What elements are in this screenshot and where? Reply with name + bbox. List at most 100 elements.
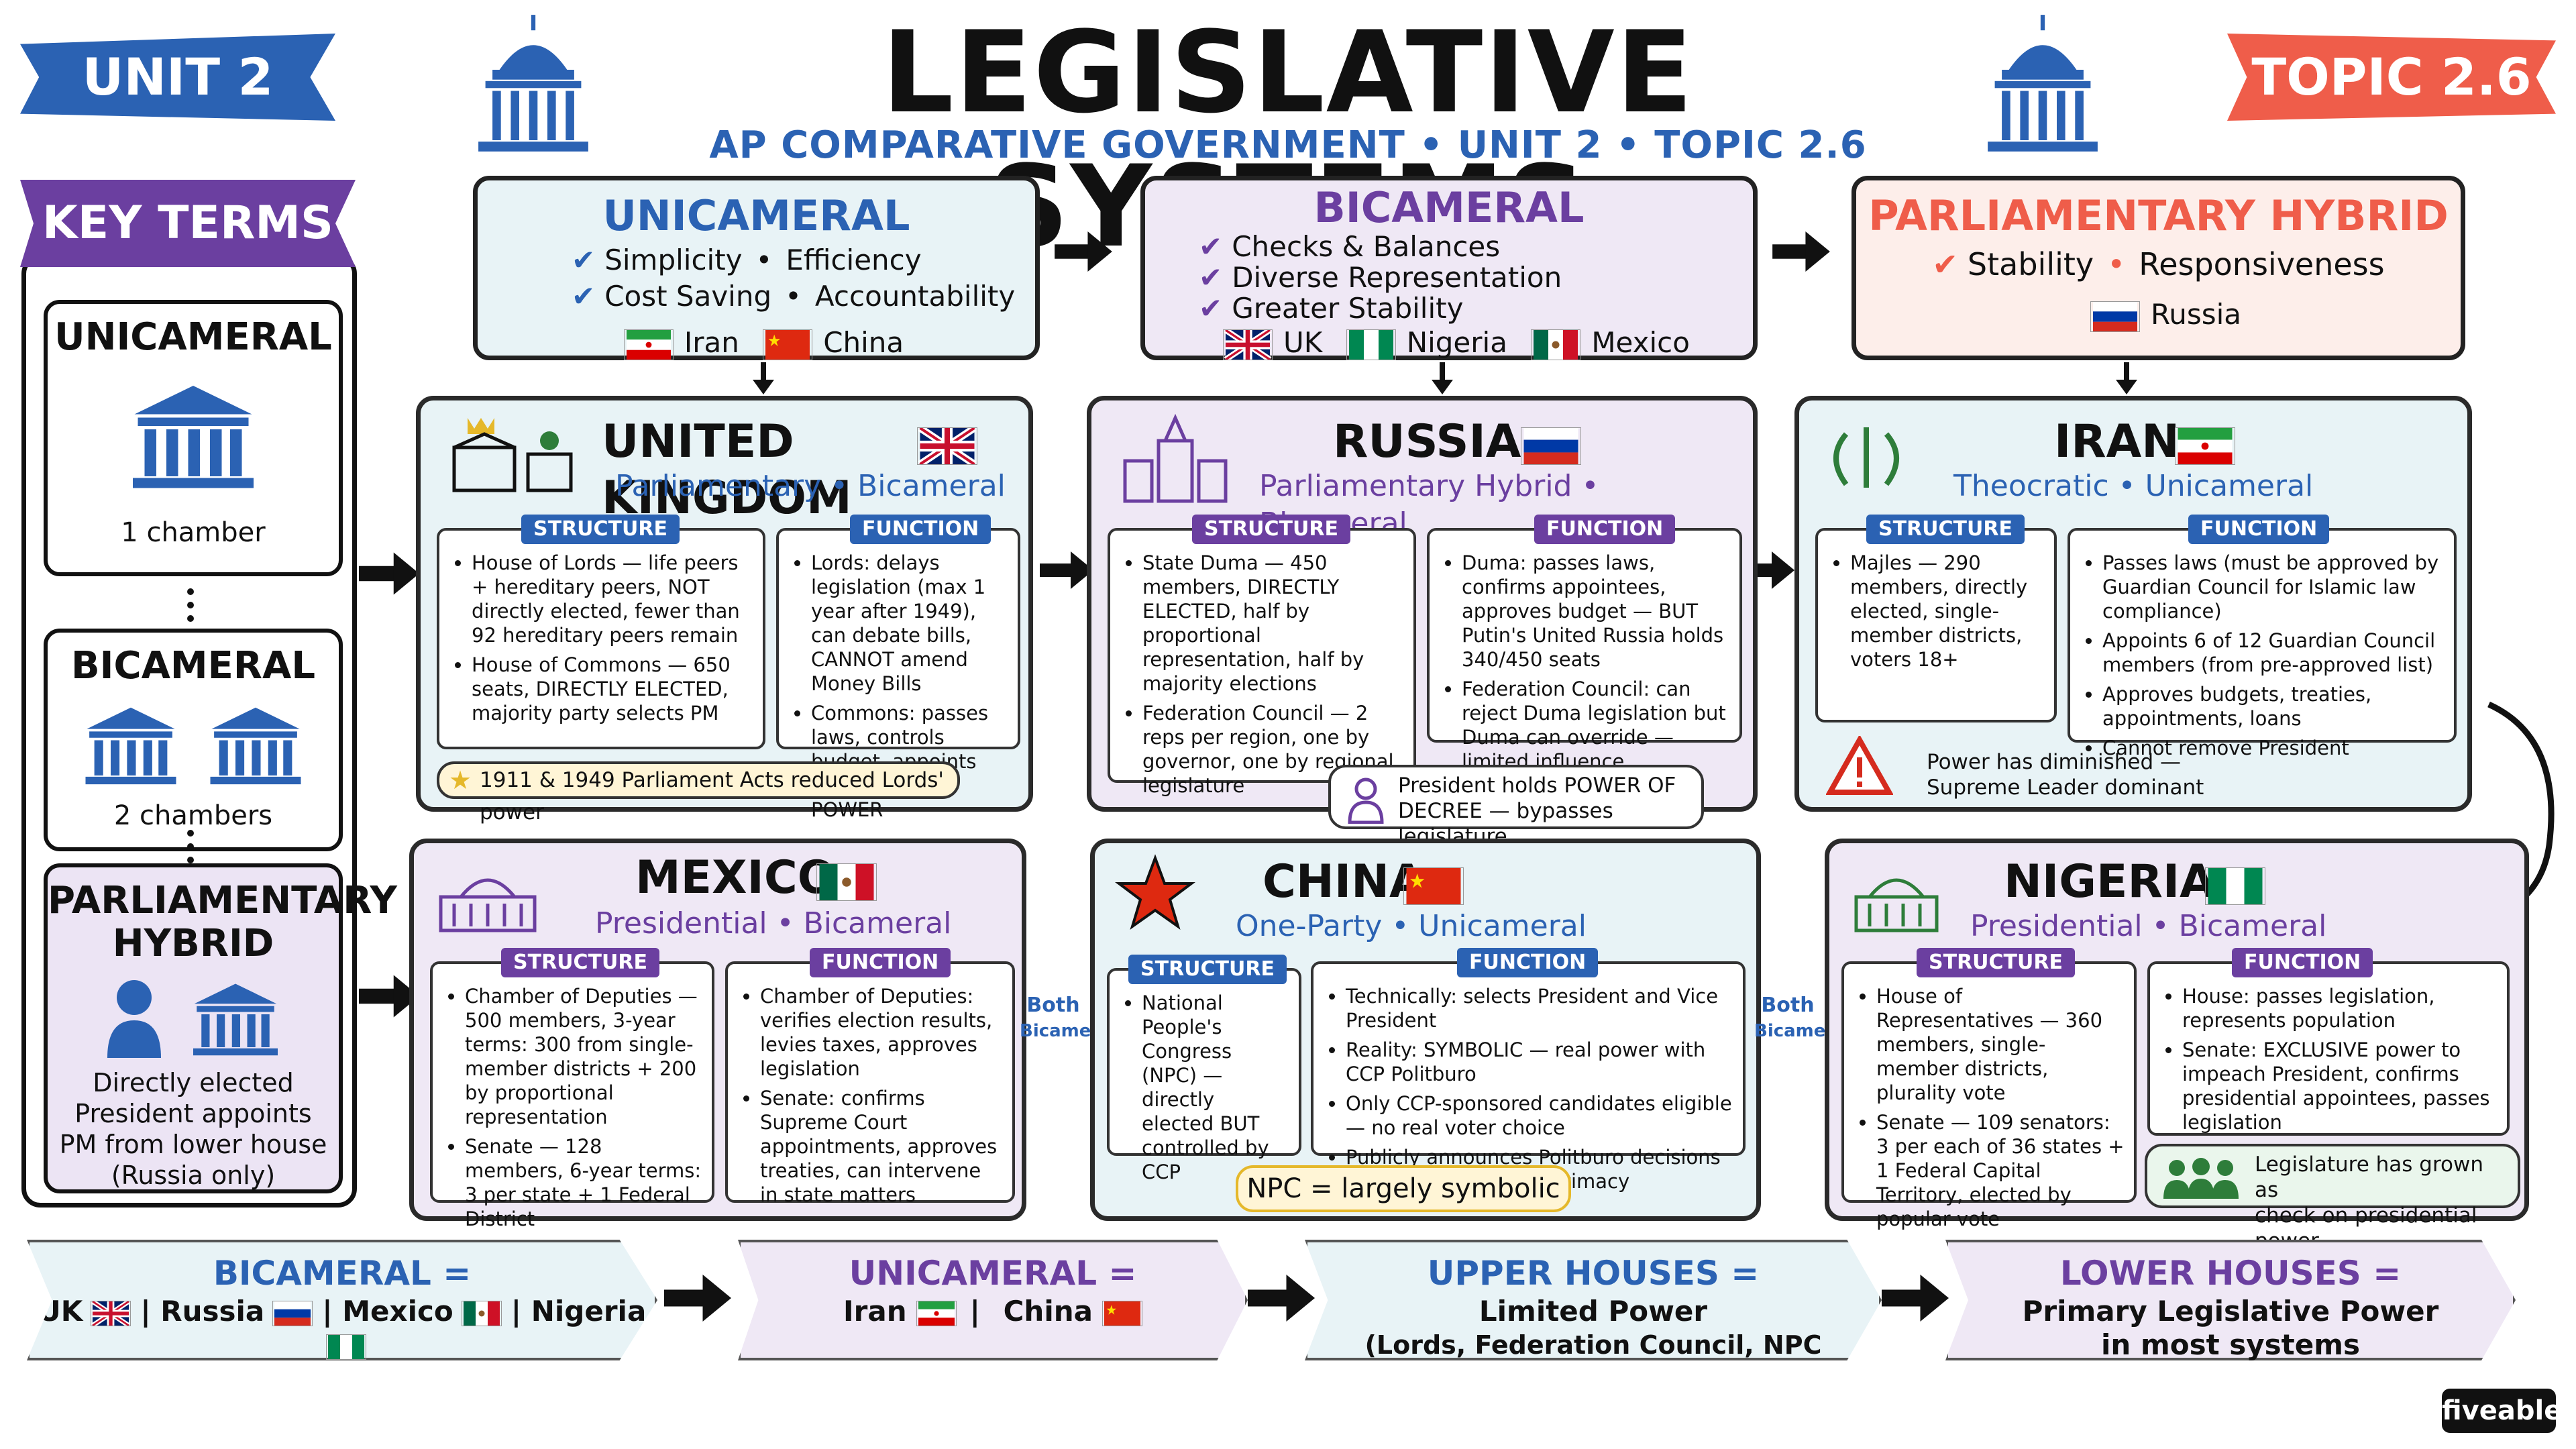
bullet-separator: • [755, 244, 773, 276]
country-label: Nigeria [1406, 326, 1507, 359]
function-point: Technically: selects President and Vice … [1346, 984, 1733, 1032]
structure-point: State Duma — 450 members, DIRECTLY ELECT… [1142, 551, 1404, 696]
structure-point: Senate — 128 members, 6-year terms: 3 pe… [465, 1134, 702, 1231]
key-term-desc: Directly elected [93, 1068, 294, 1097]
key-terms-panel: UNICAMERAL 1 chamber BICAMERAL 2 chamber… [21, 255, 397, 1208]
warning-icon [1826, 736, 1893, 795]
summary-item: Nigeria [531, 1295, 647, 1328]
building-icon [210, 707, 301, 785]
benefit-line: ✔ Diverse Representation [1145, 262, 1753, 293]
summary-items: UK| Russia| Mexico| Nigeria [30, 1295, 655, 1360]
structure-tag: STRUCTURE [1866, 515, 2025, 544]
russia-flag-icon [272, 1300, 313, 1326]
topic-banner: TOPIC 2.6 [2227, 34, 2556, 121]
uk-flag-icon [1223, 329, 1273, 360]
uk-note: ★1911 & 1949 Parliament Acts reduced Lor… [437, 761, 960, 824]
function-point: Passes laws (must be approved by Guardia… [2102, 551, 2445, 623]
down-arrow-icon [1432, 362, 1453, 394]
function-point: Federation Council: can reject Duma legi… [1462, 677, 1730, 773]
structure-section: Majles — 290 members, directly elected, … [1815, 528, 2057, 722]
summary-line: in most systems [2101, 1328, 2360, 1361]
iran-note: Power has diminished — Supreme Leader do… [1927, 749, 2204, 800]
bullet-separator: • [785, 280, 802, 313]
unicameral-box: UNICAMERAL ✔Simplicity•Efficiency ✔Cost … [473, 176, 1040, 360]
china-flag-icon [1403, 867, 1464, 905]
arrow-icon [359, 552, 419, 595]
hybrid-box: PARLIAMENTARY HYBRID ✔Stability•Responsi… [1851, 176, 2465, 360]
box-title: BICAMERAL [1313, 183, 1585, 232]
bicameral-box: BICAMERAL ✔Checks & Balances ✔Diverse Re… [1140, 176, 1758, 360]
arrow-icon [664, 1275, 731, 1322]
capitol-icon-right [1988, 15, 2098, 152]
function-section: Passes laws (must be approved by Guardia… [2068, 528, 2457, 759]
structure-point: National People's Congress (NPC) — direc… [1142, 991, 1289, 1184]
key-term-title: BICAMERAL [70, 644, 316, 688]
country-name: MEXICO [635, 851, 837, 904]
summary-item: Iran [843, 1295, 907, 1328]
summary-lower-houses: LOWER HOUSES = Primary Legislative Power… [1945, 1240, 2516, 1360]
note-text: President holds POWER OF [1398, 773, 1676, 798]
assembly-icon [1854, 878, 1939, 932]
note-text: Legislature has grown as [2255, 1152, 2483, 1202]
summary-item: Mexico [342, 1295, 453, 1328]
building-icon [133, 386, 254, 488]
function-section: Lords: delays legislation (max 1 year af… [776, 528, 1020, 821]
nigeria-card: NIGERIA Presidential • Bicameral House o… [1825, 839, 2529, 1253]
country-type: One-Party • Unicameral [1236, 909, 1587, 943]
key-term-title: UNICAMERAL [54, 315, 332, 359]
structure-section: Chamber of Deputies — 500 members, 3-yea… [430, 961, 714, 1230]
down-arrow-icon [2116, 362, 2137, 394]
function-point: Senate: EXCLUSIVE power to impeach Presi… [2182, 1038, 2498, 1134]
function-point: Duma: passes laws, confirms appointees, … [1462, 551, 1730, 672]
benefit: Cost Saving [604, 280, 772, 313]
arrow-icon [1040, 551, 1093, 589]
box-title: PARLIAMENTARY HYBRID [1868, 191, 2449, 240]
country-list: Russia [1856, 296, 2461, 333]
parliament-icon [452, 418, 573, 492]
russia-flag-icon [2090, 301, 2140, 332]
mexico-flag-icon [1531, 329, 1581, 360]
benefit-line: ✔Simplicity•Efficiency [478, 242, 1035, 278]
star-icon: ★ [449, 765, 472, 795]
iran-flag-icon [916, 1300, 957, 1326]
function-section: House: passes legislation, represents po… [2147, 961, 2510, 1136]
nigeria-flag-icon [2205, 867, 2265, 905]
country-list: Iran China [478, 324, 1035, 362]
check-icon: ✔ [572, 280, 596, 313]
function-section: Technically: selects President and Vice … [1311, 961, 1746, 1193]
person-icon [1348, 777, 1384, 824]
key-terms-banner: KEY TERMS [20, 180, 356, 267]
uk-flag-icon [917, 427, 977, 465]
structure-section: House of Lords — life peers + hereditary… [437, 528, 765, 749]
check-icon: ✔ [572, 244, 596, 276]
mexico-flag-icon [816, 863, 877, 901]
russia-flag-icon [1521, 427, 1581, 465]
country-name: RUSSIA [1333, 415, 1521, 468]
china-flag-icon [1102, 1300, 1142, 1326]
function-tag: FUNCTION [1457, 948, 1599, 977]
country-label: China [823, 326, 904, 359]
iran-flag-icon [2175, 427, 2235, 465]
note-text: Power has diminished — [1927, 750, 2181, 774]
mexico-flag-icon [461, 1300, 502, 1326]
people-icon [2163, 1158, 2239, 1199]
benefit: Accountability [814, 280, 1016, 313]
iran-card: IRAN Theocratic • Unicameral Majles — 29… [1794, 396, 2472, 812]
both-label: Both [1026, 994, 1080, 1017]
structure-section: House of Representatives — 360 members, … [1841, 961, 2137, 1230]
key-term-title: PARLIAMENTARY [48, 879, 397, 922]
mexico-card: MEXICO Presidential • Bicameral Chamber … [409, 839, 1026, 1230]
benefit-line: ✔Greater Stability [1145, 293, 1753, 324]
function-point: House: passes legislation, represents po… [2182, 984, 2498, 1032]
check-icon: ✔ [1199, 261, 1223, 294]
structure-tag: STRUCTURE [501, 948, 659, 977]
arrow-icon [1772, 231, 1830, 272]
country-name: CHINA [1263, 855, 1425, 908]
note-text: Supreme Leader dominant [1927, 775, 2204, 800]
iran-flag-icon [623, 329, 674, 360]
country-name: IRAN [2054, 415, 2180, 468]
benefit: Diverse Representation [1232, 261, 1562, 294]
function-point: Lords: delays legislation (max 1 year af… [811, 551, 1008, 696]
key-term-desc: PM from lower house [59, 1130, 327, 1159]
benefit-line: ✔Cost Saving • Accountability [478, 278, 1035, 315]
